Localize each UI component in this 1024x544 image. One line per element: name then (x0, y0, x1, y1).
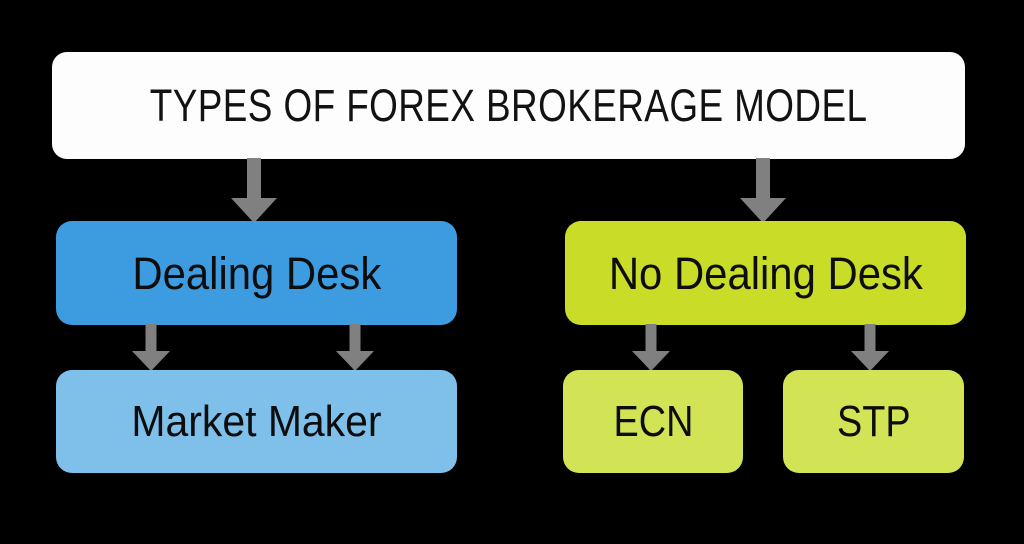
node-ecn-label: ECN (613, 396, 693, 446)
arrow-dealing-desk-to-market-maker-right (336, 324, 374, 371)
arrow-no-dealing-desk-to-stp (851, 324, 889, 371)
page-title: TYPES OF FOREX BROKERAGE MODEL (149, 80, 868, 131)
node-dealing-desk: Dealing Desk (56, 221, 457, 325)
arrow-title-to-no-dealing-desk (740, 158, 786, 223)
node-dealing-desk-label: Dealing Desk (132, 247, 381, 299)
node-stp-label: STP (836, 396, 911, 446)
arrow-title-to-dealing-desk (231, 158, 277, 223)
node-stp: STP (783, 370, 964, 473)
node-ecn: ECN (563, 370, 743, 473)
node-title-box: TYPES OF FOREX BROKERAGE MODEL (52, 52, 965, 159)
arrow-dealing-desk-to-market-maker-left (132, 324, 170, 371)
node-market-maker: Market Maker (56, 370, 457, 473)
node-no-dealing-desk: No Dealing Desk (565, 221, 966, 325)
node-market-maker-label: Market Maker (131, 396, 382, 446)
arrow-no-dealing-desk-to-ecn (632, 324, 670, 371)
node-no-dealing-desk-label: No Dealing Desk (608, 247, 923, 299)
